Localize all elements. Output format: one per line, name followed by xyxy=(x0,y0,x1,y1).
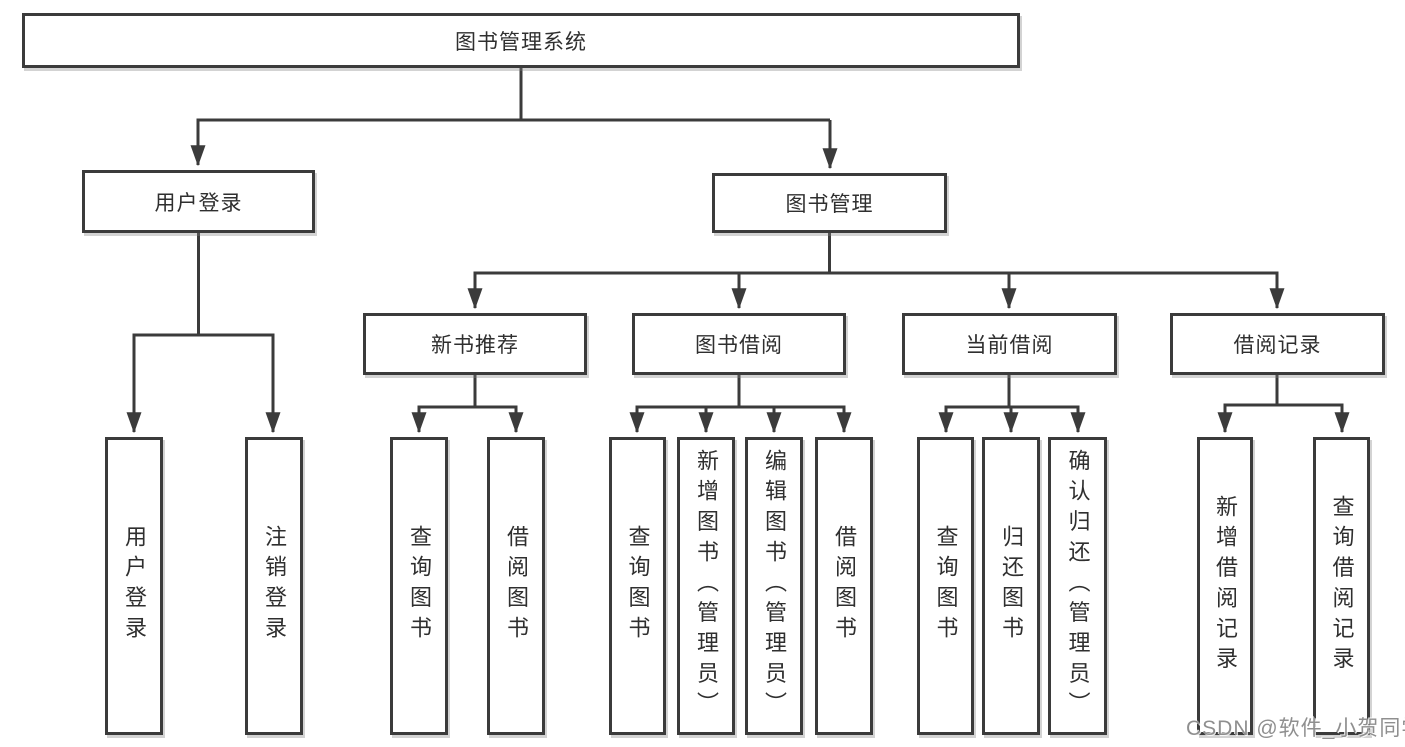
node-borrowing-records-label: 借阅记录 xyxy=(1233,334,1322,357)
node-leaf-borrow-books-borrow-label: 借阅图书 xyxy=(832,525,857,647)
node-leaf-borrow-books-recommend-label: 借阅图书 xyxy=(504,525,529,647)
node-leaf-add-borrow-record-label: 新增借阅记录 xyxy=(1213,494,1238,678)
node-leaf-edit-books-admin-label: 编辑图书（管理员） xyxy=(762,449,787,723)
connector-current-borrow-stem xyxy=(944,375,1080,409)
node-leaf-user-login-label: 用户登录 xyxy=(122,525,147,647)
connector-user-login-stem xyxy=(132,233,275,337)
node-leaf-confirm-return-admin-label: 确认归还（管理员） xyxy=(1065,449,1091,723)
node-leaf-query-books-current: 查询图书 xyxy=(917,437,974,735)
connector-borrow-records-stem xyxy=(1223,375,1344,407)
node-current-borrowing: 当前借阅 xyxy=(902,313,1117,375)
node-leaf-edit-books-admin: 编辑图书（管理员） xyxy=(745,437,803,735)
node-user-login: 用户登录 xyxy=(82,170,315,233)
node-borrowing-records: 借阅记录 xyxy=(1170,313,1385,375)
node-leaf-return-books-label: 归还图书 xyxy=(999,525,1024,647)
node-leaf-add-books-admin: 新增图书（管理员） xyxy=(677,437,735,735)
node-book-borrowing-label: 图书借阅 xyxy=(695,334,783,357)
node-leaf-query-books-current-label: 查询图书 xyxy=(933,525,959,647)
node-leaf-borrow-books-recommend: 借阅图书 xyxy=(487,437,545,735)
node-leaf-logout: 注销登录 xyxy=(245,437,303,735)
node-leaf-query-books-borrow: 查询图书 xyxy=(609,437,666,735)
connector-book-management-stem xyxy=(473,233,1279,275)
node-book-management-label: 图书管理 xyxy=(785,193,874,216)
node-leaf-query-books-recommend-label: 查询图书 xyxy=(407,525,432,647)
node-leaf-add-books-admin-label: 新增图书（管理员） xyxy=(694,449,719,723)
node-library-system-root-label: 图书管理系统 xyxy=(455,30,587,54)
node-new-book-recommendation-label: 新书推荐 xyxy=(431,334,519,357)
node-leaf-add-borrow-record: 新增借阅记录 xyxy=(1197,437,1253,735)
node-leaf-confirm-return-admin: 确认归还（管理员） xyxy=(1048,437,1107,735)
node-current-borrowing-label: 当前借阅 xyxy=(965,334,1054,357)
node-leaf-logout-label: 注销登录 xyxy=(262,525,287,647)
node-leaf-query-borrow-record-label: 查询借阅记录 xyxy=(1329,494,1355,678)
node-book-borrowing: 图书借阅 xyxy=(632,313,846,375)
node-leaf-return-books: 归还图书 xyxy=(982,437,1040,735)
connector-book-borrow-stem xyxy=(635,375,846,409)
watermark-text: CSDN @软件_小贺同学 xyxy=(1186,717,1405,740)
node-leaf-query-books-borrow-label: 查询图书 xyxy=(625,525,651,647)
node-leaf-user-login: 用户登录 xyxy=(105,437,163,735)
node-leaf-query-books-recommend: 查询图书 xyxy=(390,437,448,735)
node-book-management: 图书管理 xyxy=(712,173,947,233)
node-leaf-query-borrow-record: 查询借阅记录 xyxy=(1313,437,1370,735)
node-user-login-label: 用户登录 xyxy=(154,191,243,215)
node-leaf-borrow-books-borrow: 借阅图书 xyxy=(815,437,873,735)
node-new-book-recommendation: 新书推荐 xyxy=(363,313,587,375)
connector-new-book-stem xyxy=(417,375,518,409)
connector-root-stem xyxy=(196,68,830,122)
node-library-system-root: 图书管理系统 xyxy=(22,13,1020,68)
